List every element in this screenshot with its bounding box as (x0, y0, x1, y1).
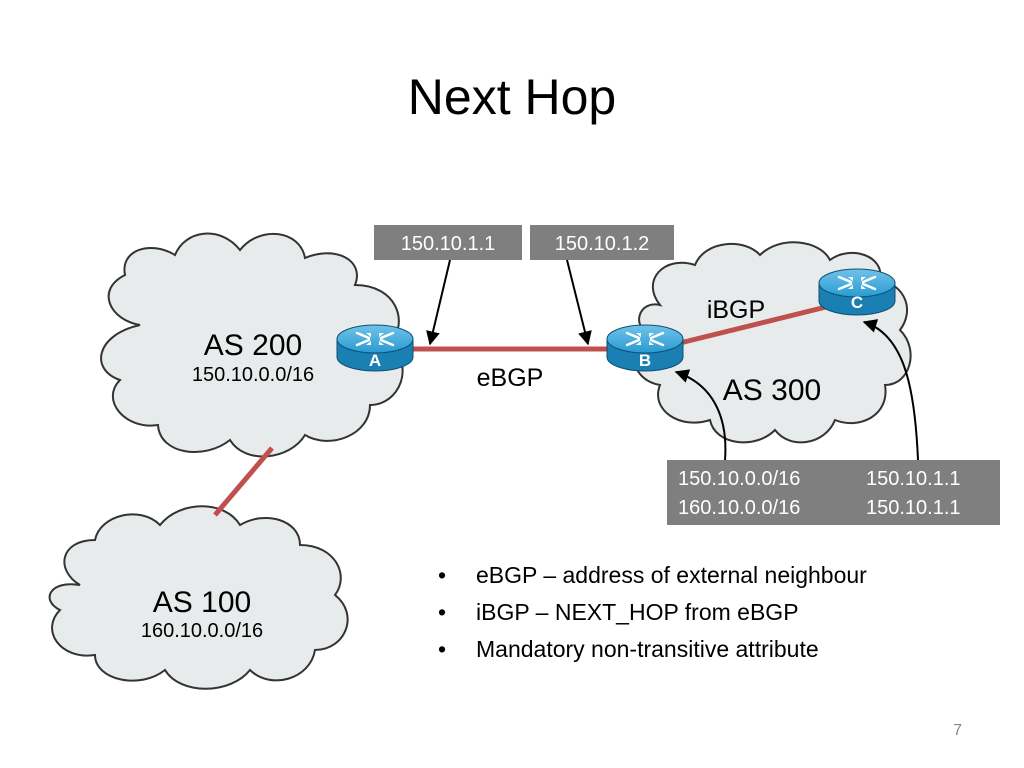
slide-title: Next Hop (407, 69, 617, 125)
cloud-as100 (48, 505, 349, 690)
as100-prefix: 160.10.0.0/16 (141, 620, 263, 642)
router-c[interactable]: C (817, 267, 897, 317)
router-b-label: B (639, 351, 651, 370)
routing-table-box (667, 460, 1000, 525)
router-c-label: C (851, 293, 863, 312)
ebgp-link-label: eBGP (477, 364, 544, 392)
route-1-next-hop: 150.10.1.1 (866, 497, 961, 519)
route-0-next-hop: 150.10.1.1 (866, 468, 961, 490)
as200-name: AS 200 (204, 329, 302, 362)
bullet-item: iBGP – NEXT_HOP from eBGP (436, 597, 996, 634)
as100-name: AS 100 (153, 586, 251, 619)
link-ibgp-b-c (679, 303, 831, 346)
link-as200-as100 (213, 446, 274, 517)
as200-prefix: 150.10.0.0/16 (192, 364, 314, 386)
address-box-a-text: 150.10.1.1 (401, 233, 496, 255)
router-a-label: A (369, 351, 381, 370)
arrow-table-to-b (674, 369, 727, 461)
route-0-prefix: 150.10.0.0/16 (678, 468, 800, 490)
route-1-prefix: 160.10.0.0/16 (678, 497, 800, 519)
bullet-item: eBGP – address of external neighbour (436, 560, 996, 597)
arrow-address-b (566, 259, 592, 346)
router-a[interactable]: A (335, 323, 415, 373)
arrow-address-a (426, 259, 451, 346)
arrow-table-to-c (862, 319, 919, 461)
ibgp-link-label: iBGP (707, 296, 765, 324)
address-box-b (530, 225, 674, 260)
page-number: 7 (953, 722, 962, 739)
bullet-item: Mandatory non-transitive attribute (436, 634, 996, 671)
bullet-list: eBGP – address of external neighbour iBG… (436, 560, 996, 671)
router-b[interactable]: B (605, 323, 685, 373)
as300-name: AS 300 (723, 374, 821, 407)
address-box-b-text: 150.10.1.2 (555, 233, 650, 255)
address-box-a (374, 225, 522, 260)
